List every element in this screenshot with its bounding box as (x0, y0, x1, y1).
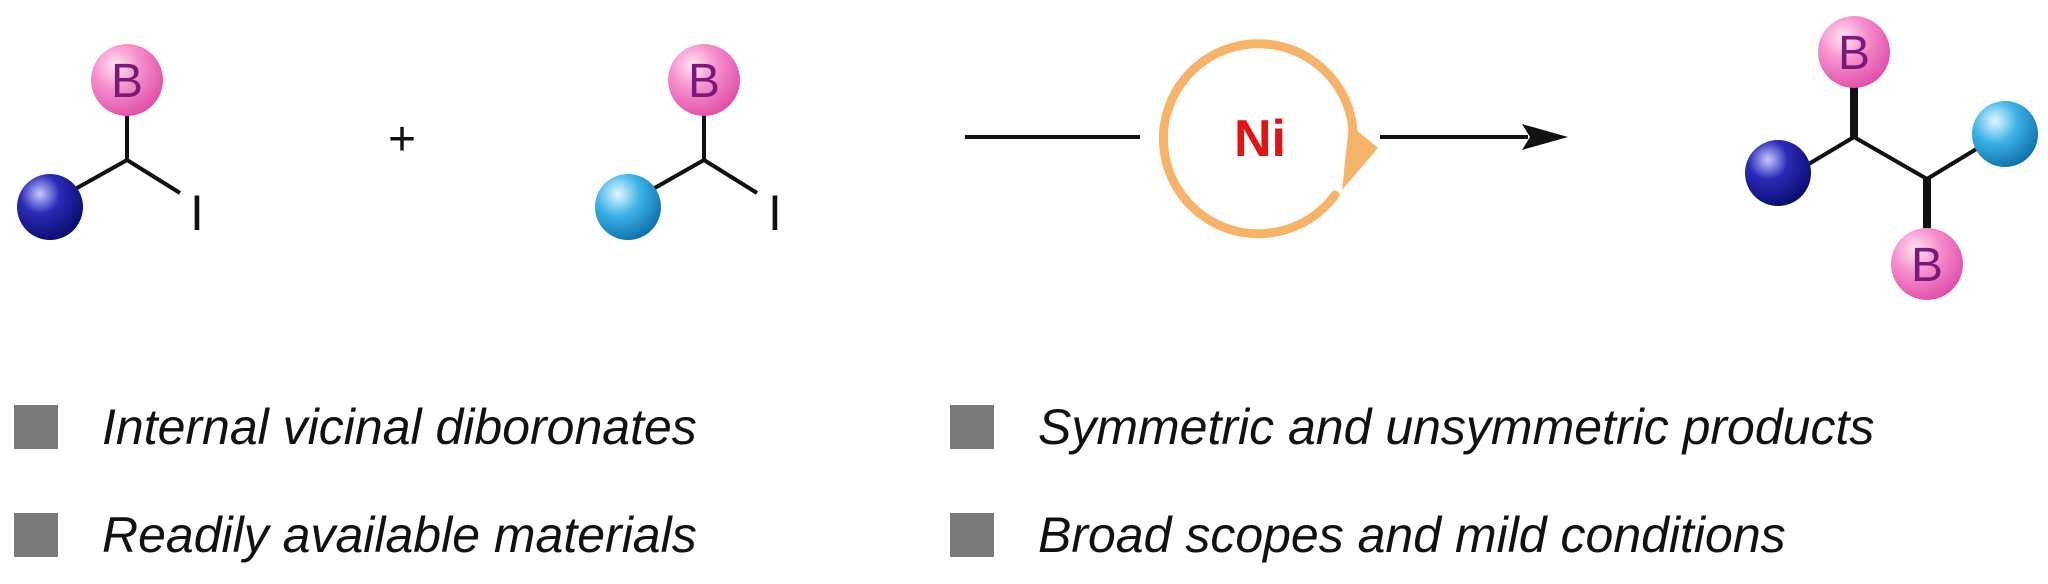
substituent-dark-blue-sphere (1745, 140, 1811, 206)
iodine-label: I (190, 185, 204, 241)
substituent-dark-blue-sphere (17, 174, 83, 240)
bullet-square-icon (14, 405, 58, 449)
feature-text: Internal vicinal diboronates (102, 399, 697, 455)
boron-sphere (668, 44, 740, 116)
substituent-light-blue-sphere (1972, 101, 2038, 167)
bond (702, 158, 759, 195)
feature-list: Internal vicinal diboronates Symmetric a… (0, 380, 2048, 580)
feature-item: Symmetric and unsymmetric products (950, 392, 1874, 462)
substituent-light-blue-sphere (595, 174, 661, 240)
feature-item: Broad scopes and mild conditions (950, 500, 1786, 570)
bullet-square-icon (950, 513, 994, 557)
reactant-2: B I (595, 44, 782, 241)
plus-sign: + (388, 113, 416, 166)
feature-text: Broad scopes and mild conditions (1038, 507, 1786, 563)
reaction-arrow: Ni (965, 39, 1568, 239)
iodine-label: I (768, 185, 782, 241)
catalytic-cycle-icon (1158, 39, 1378, 239)
feature-text: Symmetric and unsymmetric products (1038, 399, 1875, 455)
product: B B (1745, 16, 2038, 300)
bond (1925, 146, 1980, 181)
boron-label: B (1911, 239, 1943, 292)
bullet-square-icon (950, 405, 994, 449)
arrow-head (1522, 124, 1568, 150)
boron-label: B (1838, 27, 1870, 80)
bullet-square-icon (14, 513, 58, 557)
reaction-scheme: B I + B I Ni B B (17, 16, 2038, 300)
bond (125, 158, 182, 195)
feature-item: Readily available materials (14, 500, 697, 570)
catalyst-label: Ni (1234, 110, 1286, 168)
boron-sphere-bottom (1891, 228, 1963, 300)
feature-text: Readily available materials (102, 507, 697, 563)
boron-label: B (688, 55, 720, 108)
boron-label: B (111, 55, 143, 108)
feature-item: Internal vicinal diboronates (14, 392, 697, 462)
bond (1800, 135, 1856, 170)
bond (1853, 135, 1928, 181)
boron-sphere-top (1818, 16, 1890, 88)
reactant-1: B I (17, 44, 204, 241)
cycle-arrowhead (1342, 124, 1378, 190)
boron-sphere (91, 44, 163, 116)
